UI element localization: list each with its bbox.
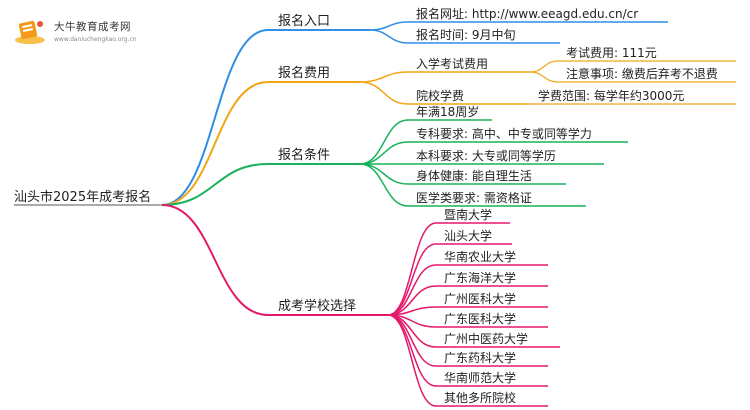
child-label-2-3: 身体健康: 能自理生活	[416, 168, 532, 183]
child-connector-3-1	[387, 243, 437, 316]
sub-connector-1-0-0	[529, 60, 559, 73]
child-label-1-1: 院校学费	[416, 88, 464, 103]
sub-label-1-0-1: 注意事项: 缴费后弃考不退费	[566, 66, 718, 81]
child-connector-1-0	[359, 71, 409, 83]
book-logo-icon	[15, 20, 45, 44]
child-label-3-7: 广东药科大学	[444, 350, 516, 365]
child-label-3-5: 广东医科大学	[444, 311, 516, 326]
child-label-0-1: 报名时间: 9月中旬	[416, 27, 516, 42]
child-label-3-2: 华南农业大学	[444, 249, 516, 264]
child-connector-2-1	[359, 141, 409, 165]
sub-label-1-1-0: 学费范围: 每学年约3000元	[538, 88, 684, 103]
child-label-3-1: 汕头大学	[444, 228, 492, 243]
child-label-3-0: 暨南大学	[444, 207, 492, 222]
child-connector-2-0	[359, 119, 409, 165]
branch-label-1: 报名费用	[278, 65, 330, 81]
child-label-3-6: 广州中医药大学	[444, 331, 528, 346]
child-label-2-4: 医学类要求: 需资格证	[416, 190, 532, 205]
child-label-3-9: 其他多所院校	[444, 390, 516, 405]
branch-connector-2	[161, 163, 269, 206]
child-connector-2-3	[359, 163, 409, 185]
child-connector-3-8	[387, 314, 437, 387]
branch-label-3: 成考学校选择	[278, 298, 356, 314]
child-label-2-0: 年满18周岁	[416, 104, 479, 119]
branch-connector-0	[161, 29, 269, 206]
child-label-3-4: 广州医科大学	[444, 291, 516, 306]
root-node-label: 汕头市2025年成考报名	[14, 189, 151, 205]
branch-label-0: 报名入口	[278, 13, 330, 29]
sub-connector-1-0-1	[529, 71, 559, 83]
child-connector-0-0	[369, 21, 409, 31]
child-label-2-1: 专科要求: 高中、中专或同等学力	[416, 126, 592, 141]
child-connector-3-9	[387, 314, 437, 407]
logo-subtitle: www.daniuchengkao.org.cn	[54, 36, 137, 43]
child-label-3-3: 广东海洋大学	[444, 270, 516, 285]
child-label-1-0: 入学考试费用	[416, 56, 488, 71]
branch-connector-3	[161, 204, 269, 316]
child-connector-1-1	[359, 81, 409, 105]
sub-label-1-0-0: 考试费用: 111元	[566, 45, 657, 60]
child-connector-2-4	[359, 163, 409, 207]
child-label-2-2: 本科要求: 大专或同等学历	[416, 148, 556, 163]
mindmap-nodes: 汕头市2025年成考报名 报名入口 报名网址: http://www.eeagd.e…	[14, 6, 718, 405]
logo-title: 大牛教育成考网	[54, 21, 131, 33]
child-label-0-0: 报名网址: http://www.eeagd.edu.cn/cr	[416, 6, 638, 21]
child-connector-0-1	[369, 29, 409, 44]
branch-label-2: 报名条件	[278, 147, 330, 163]
site-logo: 大牛教育成考网 www.daniuchengkao.org.cn	[14, 18, 174, 48]
branch-connector-1	[161, 81, 269, 206]
child-label-3-8: 华南师范大学	[444, 370, 516, 385]
mindmap-edges	[14, 21, 736, 407]
child-connector-3-0	[387, 222, 437, 316]
